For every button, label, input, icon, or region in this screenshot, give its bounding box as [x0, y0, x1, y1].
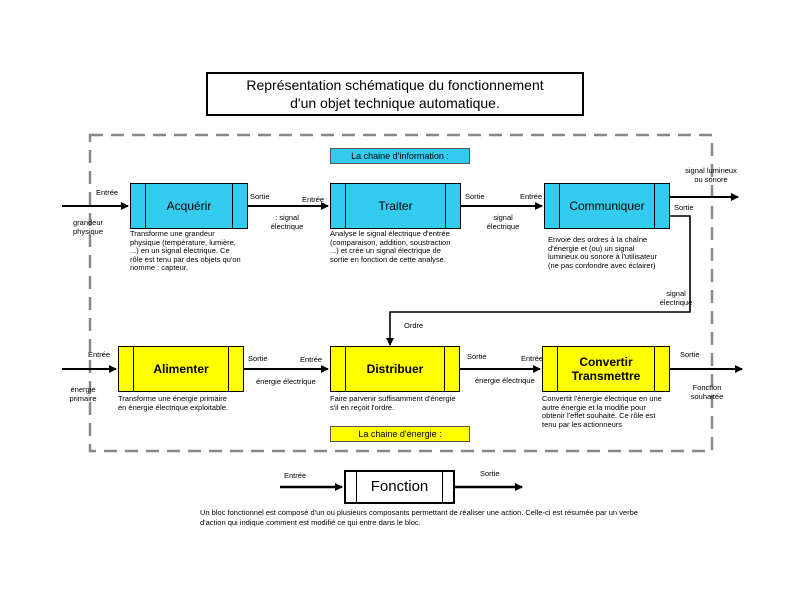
label-ordre: Ordre — [404, 321, 424, 330]
description-acquerir: Transforme une grandeur physique (tempér… — [130, 229, 241, 273]
block-distribuer: Distribuer — [330, 346, 460, 392]
block-convertir-label: Convertir Transmettre — [571, 355, 641, 383]
label-entree-communiquer: Entrée — [520, 192, 543, 201]
description-traiter: Analyse le signal électrique d'entrée (c… — [330, 229, 451, 264]
diagram-title: Représentation schématique du fonctionne… — [206, 72, 584, 116]
label-sortie-convertir: Sortie — [680, 350, 700, 359]
label-sortie-alimenter: Sortie — [248, 354, 268, 363]
label-entree-traiter: Entrée — [302, 195, 325, 204]
block-communiquer-label: Communiquer — [569, 199, 645, 213]
label-energie-electrique-2: énergie électrique — [475, 376, 535, 385]
description-communiquer: Envoie des ordres à la chaîne d'énergie … — [548, 235, 657, 270]
label-entree-alimenter: Entrée — [88, 350, 111, 359]
information-chain-label: La chaine d'information : — [330, 148, 470, 164]
energy-chain-label: La chaine d'énergie : — [330, 426, 470, 442]
label-sortie-distribuer: Sortie — [467, 352, 487, 361]
label-grandeur-physique: grandeur physique — [72, 218, 104, 236]
label-signal-electrique-3: signal électrique — [659, 289, 693, 307]
label-entree-acquerir: Entrée — [96, 188, 119, 197]
block-fonction: Fonction — [344, 470, 455, 504]
block-fonction-label: Fonction — [370, 478, 429, 495]
label-sortie-acquerir: Sortie — [250, 192, 270, 201]
arrow-communiquer-distribuer — [386, 215, 691, 346]
label-legend-sortie: Sortie — [480, 469, 500, 478]
label-sortie-traiter: Sortie — [465, 192, 485, 201]
block-traiter: Traiter — [330, 183, 461, 229]
label-signal-electrique-1: : signal électrique — [270, 213, 304, 231]
block-acquerir: Acquérir — [130, 183, 248, 229]
block-communiquer: Communiquer — [544, 183, 670, 229]
block-alimenter-label: Alimenter — [153, 362, 209, 376]
block-convertir-transmettre: Convertir Transmettre — [542, 346, 670, 392]
label-energie-electrique-1: énergie électrique — [256, 377, 316, 386]
label-legend-entree: Entrée — [284, 471, 307, 480]
block-acquerir-label: Acquérir — [166, 199, 212, 213]
block-traiter-label: Traiter — [378, 199, 413, 213]
block-distribuer-label: Distribuer — [366, 362, 424, 376]
footer-note: Un bloc fonctionnel est composé d'un ou … — [200, 508, 638, 527]
description-alimenter: Transforme une énergie primaire en énerg… — [118, 394, 229, 412]
label-signal-lumineux: signal lumineux ou sonore — [685, 166, 737, 184]
label-entree-distribuer: Entrée — [300, 355, 323, 364]
description-convertir: Convertit l'énergie électrique en une au… — [542, 394, 662, 429]
label-signal-electrique-2: signal électrique — [486, 213, 520, 231]
label-fonction-souhaitee: Fonction souhaitée — [690, 383, 724, 401]
label-entree-convertir: Entrée — [521, 354, 544, 363]
block-alimenter: Alimenter — [118, 346, 244, 392]
description-distribuer: Faire parvenir suffisamment d'énergie s'… — [330, 394, 456, 412]
label-energie-primaire: énergie primaire — [69, 385, 97, 403]
label-sortie-communiquer: Sortie — [674, 203, 694, 212]
dashed-frame — [88, 133, 714, 453]
